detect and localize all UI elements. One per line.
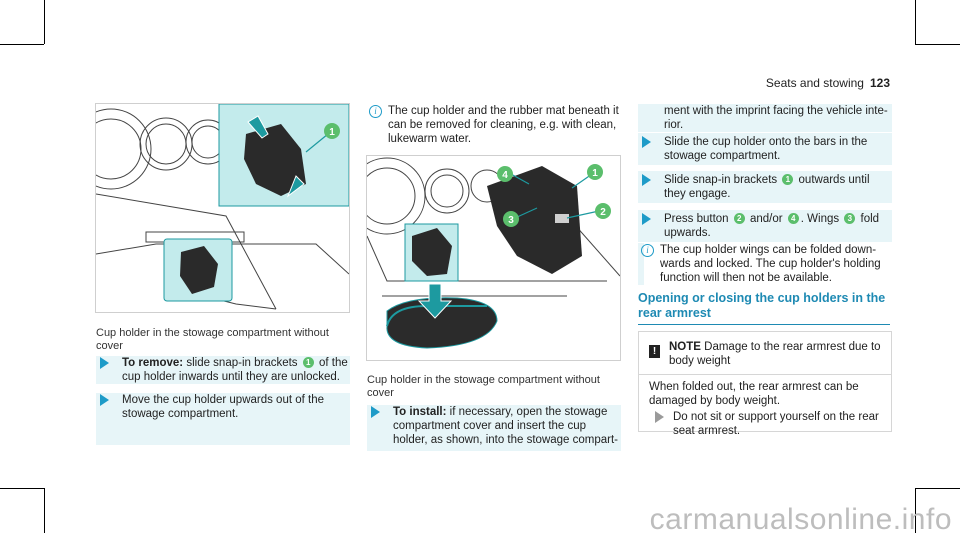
section-name: Seats and stowing	[765, 76, 864, 90]
cup-holder-illustration: 1	[96, 104, 349, 310]
step-arrow-icon	[100, 357, 109, 369]
callout-badge: 1	[782, 174, 794, 185]
callout-badge: 1	[302, 357, 314, 368]
note-title: NOTE	[669, 341, 701, 353]
section-rule	[638, 324, 890, 325]
crop-mark	[915, 0, 916, 44]
crop-mark	[0, 488, 44, 489]
step-move-up: Move the cup holder upwards out of the s…	[96, 393, 350, 445]
crop-mark	[44, 0, 45, 44]
figure-callout: 1	[329, 127, 335, 138]
step-arrow-icon	[642, 136, 651, 148]
note-title-text: Damage to the rear armrest due to body w…	[669, 341, 881, 367]
info-cleaning: i The cup holder and the rubber mat bene…	[366, 104, 634, 146]
page-header: Seats and stowing 123	[766, 76, 890, 90]
step-arrow-icon	[100, 394, 109, 406]
callout-badge: 3	[844, 213, 856, 224]
info-icon: i	[641, 244, 654, 257]
step-slide-onto-bars: Slide the cup holder onto the bars in th…	[638, 133, 892, 165]
step-arrow-icon	[642, 213, 651, 225]
watermark: carmanualsonline.info	[649, 503, 952, 536]
section-title: Opening or closing the cup holders in th…	[638, 291, 886, 320]
note-header: ! NOTE Damage to the rear armrest due to…	[639, 332, 891, 374]
callout-badge: 2	[733, 213, 745, 224]
step-arrow-icon	[655, 411, 664, 423]
cup-holder-install-illustration: 4 1 3 2	[367, 157, 620, 349]
step-install-continued: ment with the imprint facing the vehicle…	[638, 104, 892, 132]
step-install: To install: if necessary, open the stowa…	[367, 405, 621, 451]
crop-mark	[915, 44, 960, 45]
figure-cup-holder-install: 4 1 3 2	[366, 155, 621, 361]
figure-caption-middle: Cup holder in the stowage compartment wi…	[367, 374, 600, 399]
step-label: To remove:	[122, 357, 184, 369]
info-icon: i	[369, 105, 382, 118]
note-divider	[639, 374, 891, 375]
note-box: ! NOTE Damage to the rear armrest due to…	[638, 331, 892, 437]
step-label: To install:	[393, 406, 447, 418]
info-bar	[638, 243, 644, 285]
figure-cup-holder-removal: 1	[95, 103, 350, 313]
note-step: Do not sit or support yourself on the re…	[649, 410, 895, 438]
step-slide-brackets: Slide snap-in brackets 1 outwards until …	[638, 171, 892, 203]
step-remove: To remove: slide snap-in brackets 1 of t…	[96, 356, 350, 384]
step-arrow-icon	[371, 406, 380, 418]
step-arrow-icon	[642, 174, 651, 186]
note-body: When folded out, the rear armrest can be…	[649, 381, 859, 407]
crop-mark	[44, 488, 45, 533]
figure-caption-left: Cup holder in the stowage compartment wi…	[96, 327, 329, 352]
crop-mark	[915, 488, 960, 489]
figure-callout: 2	[600, 207, 606, 218]
figure-callout: 1	[592, 168, 598, 179]
warning-icon: !	[649, 345, 660, 358]
page-number: 123	[869, 76, 890, 90]
figure-callout: 3	[508, 215, 514, 226]
info-wings: i The cup holder wings can be folded dow…	[638, 243, 892, 285]
crop-mark	[0, 44, 44, 45]
callout-badge: 4	[787, 213, 799, 224]
figure-callout: 4	[502, 170, 508, 181]
crop-mark	[915, 488, 916, 533]
step-press-button: Press button 2 and/or 4. Wings 3 fold up…	[638, 210, 892, 242]
